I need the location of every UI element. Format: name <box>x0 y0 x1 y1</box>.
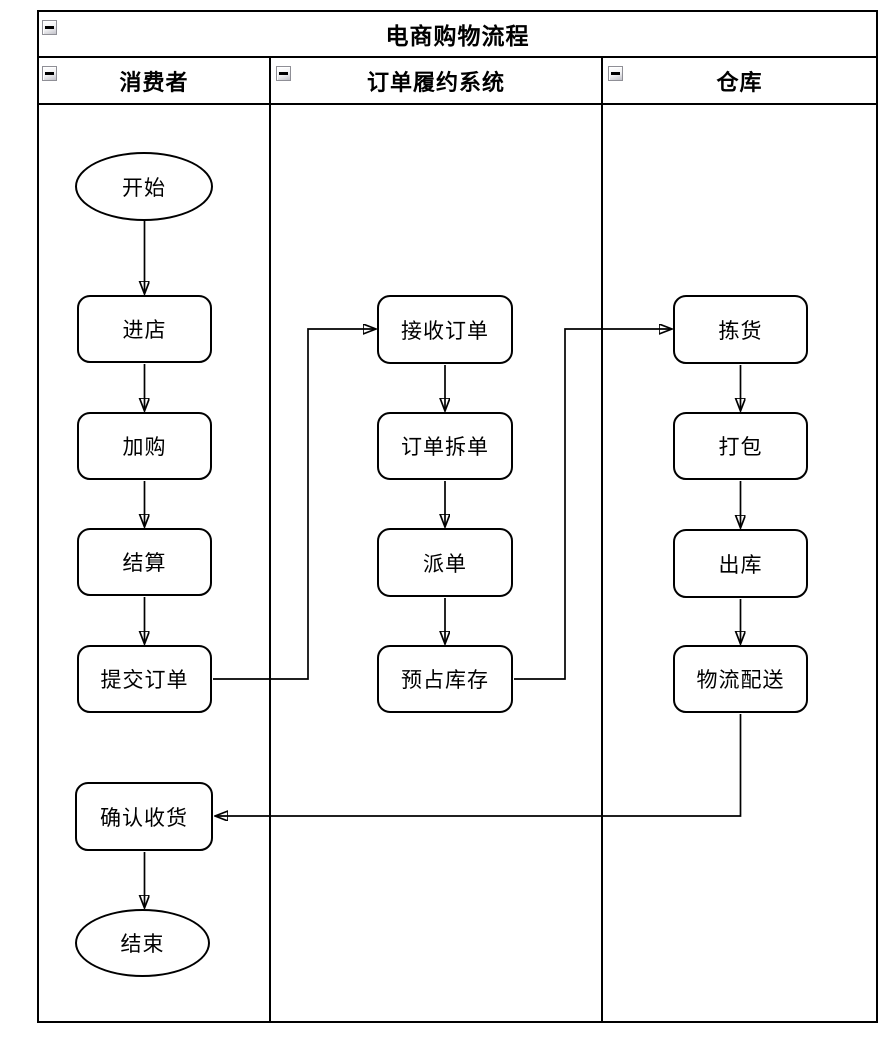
node-end-label: 结束 <box>120 933 165 956</box>
minus-icon <box>279 72 288 75</box>
node-receive-order-label: 接收订单 <box>401 319 489 343</box>
node-delivery[interactable]: 物流配送 <box>673 645 808 713</box>
node-enter-store-label: 进店 <box>122 319 167 342</box>
lane-warehouse-label: 仓库 <box>716 70 763 95</box>
lane-header-warehouse[interactable]: 仓库 <box>603 59 876 103</box>
lane-header-consumer[interactable]: 消费者 <box>39 59 269 103</box>
node-pack-label: 打包 <box>718 436 763 459</box>
node-reserve-stock-label: 预占库存 <box>401 669 489 692</box>
node-pack[interactable]: 打包 <box>673 412 808 480</box>
pool-collapse-button[interactable] <box>42 20 57 35</box>
minus-icon <box>611 72 620 75</box>
node-confirm-receipt-label: 确认收货 <box>100 806 188 830</box>
node-delivery-label: 物流配送 <box>696 669 785 692</box>
minus-icon <box>45 72 54 75</box>
node-enter-store[interactable]: 进店 <box>77 295 212 363</box>
lane-consumer-collapse-button[interactable] <box>42 66 57 81</box>
node-checkout[interactable]: 结算 <box>77 528 212 596</box>
pool-title-label: 电商购物流程 <box>385 23 530 49</box>
lane-fulfillment-label: 订单履约系统 <box>366 70 505 95</box>
node-outbound[interactable]: 出库 <box>673 529 808 598</box>
lane-warehouse-collapse-button[interactable] <box>608 66 623 81</box>
node-submit-order-label: 提交订单 <box>100 669 189 692</box>
minus-icon <box>45 26 54 29</box>
node-confirm-receipt[interactable]: 确认收货 <box>75 782 213 851</box>
node-split-order-label: 订单拆单 <box>401 436 489 459</box>
node-add-to-cart-label: 加购 <box>122 436 167 459</box>
node-outbound-label: 出库 <box>718 553 763 577</box>
node-checkout-label: 结算 <box>122 552 167 575</box>
pool-border <box>37 10 878 1023</box>
node-split-order[interactable]: 订单拆单 <box>377 412 513 480</box>
node-pick-label: 拣货 <box>718 319 763 343</box>
node-receive-order[interactable]: 接收订单 <box>377 295 513 364</box>
node-reserve-stock[interactable]: 预占库存 <box>377 645 513 713</box>
lane-header-fulfillment[interactable]: 订单履约系统 <box>271 59 601 103</box>
pool-title[interactable]: 电商购物流程 <box>39 12 876 56</box>
lane-fulfillment-collapse-button[interactable] <box>276 66 291 81</box>
title-row-divider <box>39 56 876 58</box>
lane-divider-1 <box>269 58 271 1021</box>
lane-header-divider <box>39 103 876 105</box>
node-start[interactable]: 开始 <box>75 152 213 221</box>
node-dispatch-order-label: 派单 <box>423 552 467 576</box>
node-dispatch-order[interactable]: 派单 <box>377 528 513 597</box>
lane-consumer-label: 消费者 <box>119 70 189 95</box>
node-end[interactable]: 结束 <box>75 909 210 977</box>
lane-divider-2 <box>601 58 603 1021</box>
node-pick[interactable]: 拣货 <box>673 295 808 364</box>
node-start-label: 开始 <box>122 176 166 200</box>
node-submit-order[interactable]: 提交订单 <box>77 645 212 713</box>
node-add-to-cart[interactable]: 加购 <box>77 412 212 480</box>
